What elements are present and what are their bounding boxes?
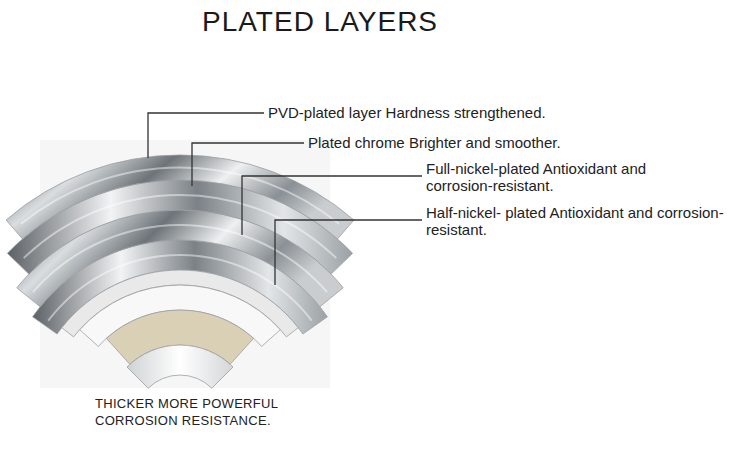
layer-label: PVD-plated layer Hardness strengthened. xyxy=(268,104,546,121)
layer-label: Full-nickel-plated Antioxidant and corro… xyxy=(426,160,716,194)
plated-layer xyxy=(6,155,354,239)
leader-line xyxy=(242,176,422,235)
plated-layer xyxy=(127,345,233,388)
leader-line xyxy=(275,220,422,285)
leader-line xyxy=(192,143,304,186)
leader-line xyxy=(148,113,264,158)
layer-label: Half-nickel- plated Antioxidant and corr… xyxy=(426,204,726,238)
caption: THICKER MORE POWERFUL CORROSION RESISTAN… xyxy=(95,395,300,429)
layer-label: Plated chrome Brighter and smoother. xyxy=(308,134,561,151)
layer-stack xyxy=(6,155,354,388)
title: PLATED LAYERS xyxy=(202,6,438,38)
